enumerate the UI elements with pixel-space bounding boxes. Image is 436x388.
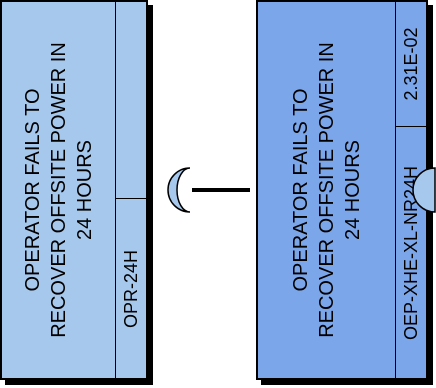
event-side-column: 2.31E-02 OEP-XHE-XL-NR24H (396, 2, 426, 378)
event-id-cell: OPR-24H (116, 198, 146, 378)
event-description-cell: OPERATOR FAILS TO RECOVER OFFSITE POWER … (258, 2, 396, 378)
basic-event-box-right[interactable]: OPERATOR FAILS TO RECOVER OFFSITE POWER … (256, 0, 428, 380)
transfer-out-connector-icon[interactable] (412, 167, 436, 213)
event-probability-cell: 2.31E-02 (396, 2, 426, 127)
event-side-column: OPR-24H (116, 2, 146, 378)
transfer-in-connector-icon[interactable] (167, 167, 191, 213)
basic-event-box-left[interactable]: OPERATOR FAILS TO RECOVER OFFSITE POWER … (0, 0, 148, 380)
event-description-cell: OPERATOR FAILS TO RECOVER OFFSITE POWER … (2, 2, 116, 378)
